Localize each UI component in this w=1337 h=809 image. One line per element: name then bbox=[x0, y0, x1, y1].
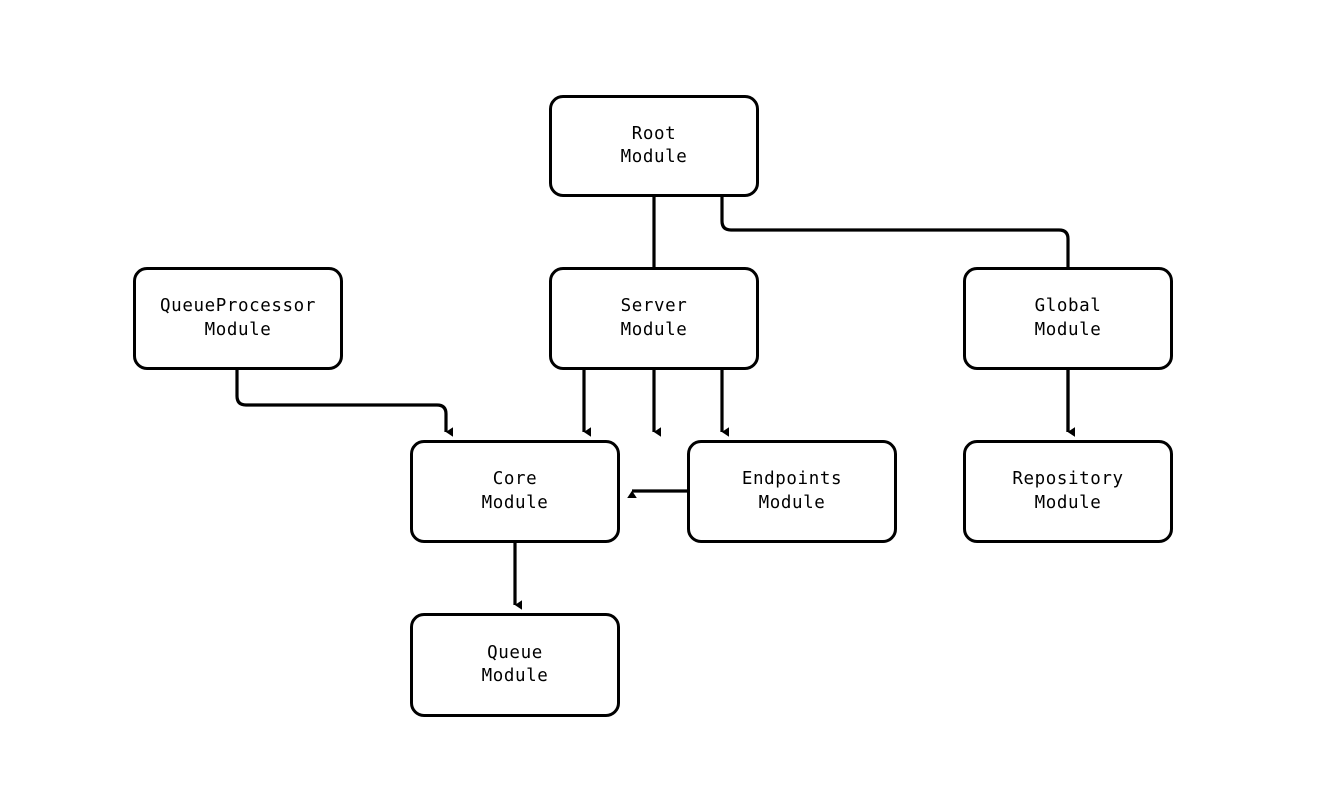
node-core[interactable]: Core Module bbox=[410, 440, 620, 543]
node-root[interactable]: Root Module bbox=[549, 95, 759, 197]
node-repository-line1: Repository bbox=[1012, 469, 1124, 490]
node-core-line1: Core bbox=[492, 469, 538, 490]
node-root-line1: Root bbox=[631, 123, 677, 144]
node-queueprocessor-line2: Module bbox=[204, 319, 272, 340]
node-server-line1: Server bbox=[620, 296, 688, 317]
node-root-line2: Module bbox=[620, 147, 688, 167]
node-queueprocessor-line1: QueueProcessor bbox=[160, 296, 316, 317]
node-queueprocessor[interactable]: QueueProcessor Module bbox=[133, 267, 343, 370]
node-server[interactable]: Server Module bbox=[549, 267, 759, 370]
node-server-line2: Module bbox=[620, 319, 688, 340]
node-repository[interactable]: Repository Module bbox=[963, 440, 1173, 543]
node-endpoints[interactable]: Endpoints Module bbox=[687, 440, 897, 543]
node-endpoints-line2: Module bbox=[758, 492, 826, 513]
node-core-line2: Module bbox=[481, 492, 549, 513]
node-global-line1: Global bbox=[1034, 296, 1102, 317]
node-global-line2: Module bbox=[1034, 319, 1102, 340]
node-queue-line2: Module bbox=[481, 666, 549, 686]
edge-queueprocessor-core bbox=[235, 370, 454, 437]
node-endpoints-line1: Endpoints bbox=[741, 469, 843, 490]
node-queue[interactable]: Queue Module bbox=[410, 613, 620, 717]
node-global[interactable]: Global Module bbox=[963, 267, 1173, 370]
node-queue-line1: Queue bbox=[487, 642, 543, 663]
node-repository-line2: Module bbox=[1034, 492, 1102, 513]
